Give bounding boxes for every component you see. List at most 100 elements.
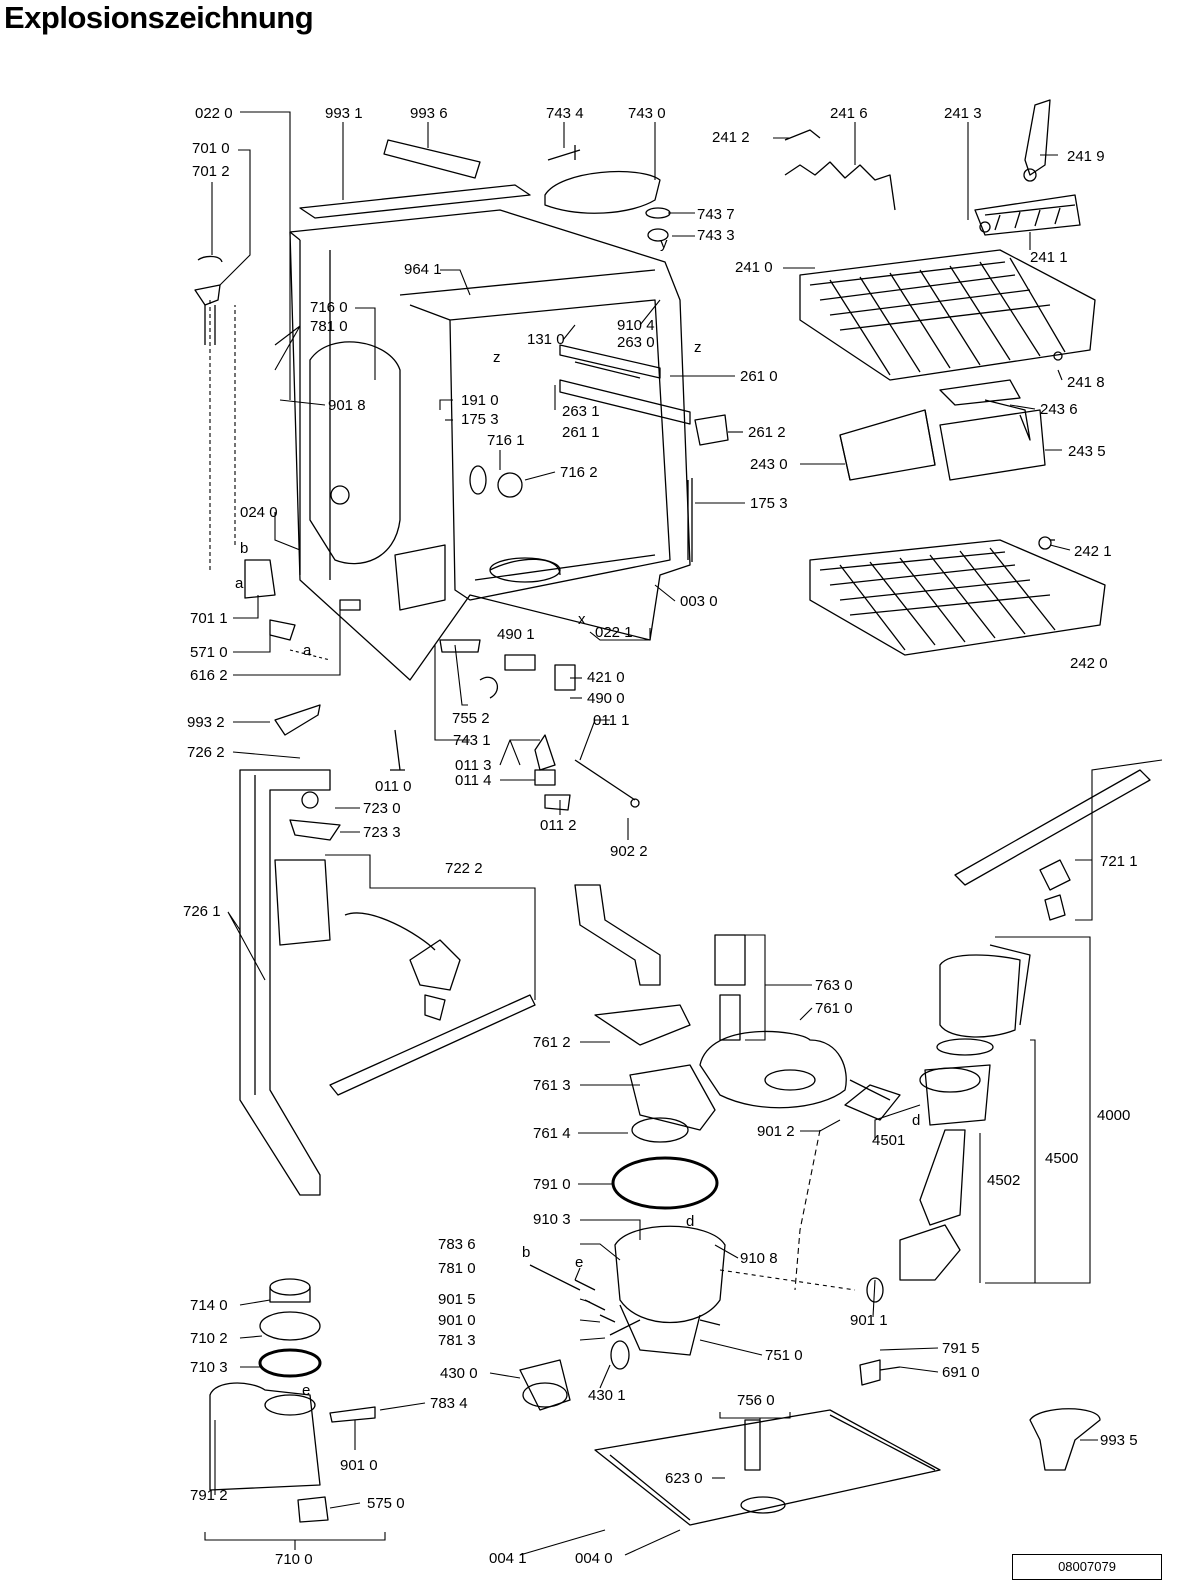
connection-markers: b a a z z x y d d b e e [235,235,920,1399]
callout-label: 726 1 [183,903,221,920]
callout-label: 701 0 [192,140,230,157]
tub-inner [449,299,671,601]
callout-label: 571 0 [190,644,228,661]
label-strip [383,139,481,179]
top-strip [299,184,531,219]
callout-label: 723 3 [363,824,401,841]
callout-label: 716 0 [310,299,348,316]
callout-label: 783 4 [430,1395,468,1412]
callout-label: 910 8 [740,1250,778,1267]
sump-ring [611,1156,719,1210]
cap [269,1278,311,1296]
spring-wire [784,161,896,211]
callout-label: 755 2 [452,710,490,727]
callout-label: 024 0 [240,504,278,521]
callout-label: 242 1 [1074,543,1112,560]
sump-pot [614,1225,726,1324]
tub-frame [289,209,691,681]
callout-label: 751 0 [765,1347,803,1364]
callout-label: 791 5 [942,1340,980,1357]
callout-label: 710 0 [275,1551,313,1568]
callout-label: 781 0 [438,1260,476,1277]
callout-label: 131 0 [527,331,565,348]
lid [544,171,661,214]
parts-drawing [194,99,1151,1526]
lower-basket [809,539,1106,656]
callout-label: 261 0 [740,368,778,385]
document-number: 08007079 [1012,1554,1162,1580]
pump [519,1359,571,1411]
connection-marker: d [912,1112,920,1129]
funnel [1029,1408,1101,1471]
callout-label: 993 6 [410,105,448,122]
callout-label: 781 3 [438,1332,476,1349]
callout-label: 763 0 [815,977,853,994]
base-tray [594,1409,941,1526]
callout-label: 902 2 [610,843,648,860]
callout-label: 022 0 [195,105,233,122]
callout-label: 490 0 [587,690,625,707]
callout-label: 191 0 [461,392,499,409]
callout-label: 743 4 [546,105,584,122]
callout-label: 716 2 [560,464,598,481]
callout-label: 242 0 [1070,655,1108,672]
callout-label: 743 0 [628,105,666,122]
callout-label: 761 3 [533,1077,571,1094]
callout-label: 261 1 [562,424,600,441]
callout-label: 421 0 [587,669,625,686]
water-softener [939,954,1021,1038]
callout-labels: 022 0 993 1 993 6 743 4 743 0 241 2 241 … [183,105,1138,1568]
sieve-plate [699,1030,847,1109]
callout-label: 241 9 [1067,148,1105,165]
side-panel [309,341,401,565]
connection-marker: z [493,349,501,366]
callout-label: 430 0 [440,1365,478,1382]
callout-label: 701 1 [190,610,228,627]
callout-label: 430 1 [588,1387,626,1404]
callout-label: 723 0 [363,800,401,817]
callout-label: 901 0 [340,1457,378,1474]
callout-label: 4501 [872,1132,905,1149]
callout-label: 722 2 [445,860,483,877]
connection-marker: e [302,1382,310,1399]
callout-label: 901 8 [328,397,366,414]
spray-arm-lower [329,994,536,1096]
connection-marker: x [578,611,586,628]
center-tube [574,884,661,986]
connection-marker: b [240,540,248,557]
leader-lines [204,111,1163,1556]
callout-label: 243 6 [1040,401,1078,418]
callout-label: 241 1 [1030,249,1068,266]
callout-label: 791 2 [190,1487,228,1504]
callout-label: 575 0 [367,1495,405,1512]
callout-label: 241 6 [830,105,868,122]
callout-label: 4000 [1097,1107,1130,1124]
callout-label: 901 5 [438,1291,476,1308]
callout-label: 910 4 [617,317,655,334]
callout-label: 716 1 [487,432,525,449]
page-title: Explosionszeichnung [4,0,314,35]
callout-label: 175 3 [750,495,788,512]
callout-label: 964 1 [404,261,442,278]
callout-label: 011 4 [455,772,491,789]
callout-label: 004 1 [489,1550,527,1567]
callout-label: 761 0 [815,1000,853,1017]
callout-label: 022 1 [595,624,633,641]
callout-label: 4502 [987,1172,1020,1189]
upper-basket [799,249,1096,381]
callout-label: 726 2 [187,744,225,761]
callout-label: 616 2 [190,667,228,684]
callout-label: 263 1 [562,403,600,420]
callout-label: 743 7 [697,206,735,223]
callout-label: 011 2 [540,817,576,834]
callout-label: 993 5 [1100,1432,1138,1449]
callout-label: 701 2 [192,163,230,180]
connection-marker: b [522,1244,530,1261]
callout-label: 011 3 [455,757,491,774]
callout-label: 241 8 [1067,374,1105,391]
callout-label: 791 0 [533,1176,571,1193]
callout-label: 263 0 [617,334,655,351]
softener-box [209,1382,321,1491]
callout-label: 714 0 [190,1297,228,1314]
